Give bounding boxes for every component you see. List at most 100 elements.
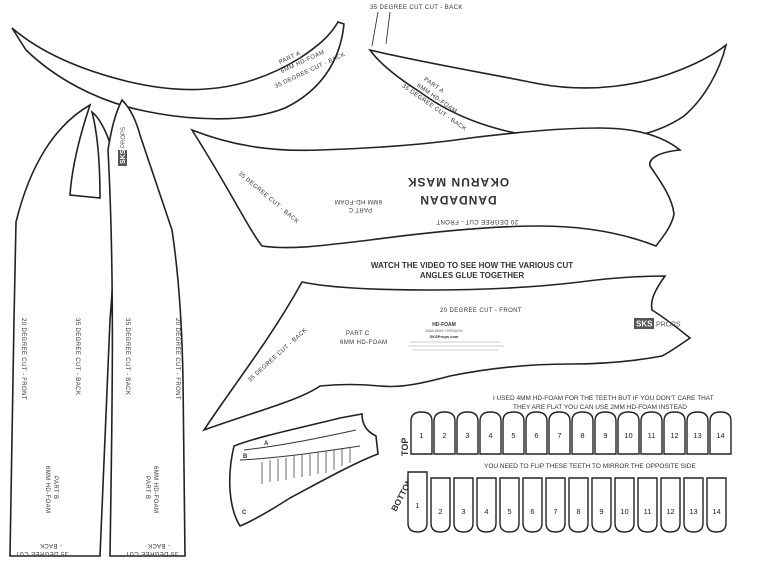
bottom-tooth-outline xyxy=(453,477,474,533)
part-b-left-back-cut: 35 DEGREE CUT - BACK xyxy=(74,318,80,395)
top-tooth: 6 xyxy=(525,411,548,455)
top-tooth-outline xyxy=(571,411,594,455)
part-b-left-bottom-cut: 35 DEGREE CUT xyxy=(15,550,68,556)
top-tooth: 2 xyxy=(433,411,456,455)
bottom-tooth: 12 xyxy=(660,477,681,533)
mask-title-line2: OKARUN MASK xyxy=(407,175,509,189)
bottom-tooth-outline xyxy=(637,477,658,533)
teeth-note-line2: THEY ARE FLAT YOU CAN USE 2MM HD-FOAM IN… xyxy=(513,404,687,411)
hd-foam-available: AVAILABLE THROUGH xyxy=(426,329,463,333)
teeth-assembly-diagram: A B C xyxy=(228,413,379,527)
top-tooth-number: 1 xyxy=(419,431,423,440)
leader-line xyxy=(371,11,379,47)
top-tooth-number: 13 xyxy=(693,431,701,440)
top-tooth: 1 xyxy=(410,411,433,455)
bottom-tooth: 14 xyxy=(706,477,727,533)
bottom-tooth-number: 10 xyxy=(620,507,628,516)
top-tooth: 13 xyxy=(686,411,709,455)
part-c-bottom-front-cut: 20 DEGREE CUT - FRONT xyxy=(440,308,522,314)
top-row-label: TOP xyxy=(400,438,410,456)
top-tooth-number: 11 xyxy=(648,431,656,440)
part-c-bottom-piece xyxy=(202,275,692,432)
bottom-tooth-number: 5 xyxy=(507,507,511,516)
bottom-tooth-outline xyxy=(683,477,704,533)
flip-note: YOU NEED TO FLIP THESE TEETH TO MIRROR T… xyxy=(484,463,696,470)
part-c-top-front-cut: 20 DEGREE CUT - FRONT xyxy=(436,218,518,224)
bottom-tooth-number: 12 xyxy=(666,507,674,516)
top-tooth: 3 xyxy=(456,411,479,455)
watch-note-line2: ANGLES GLUE TOGETHER xyxy=(420,271,525,280)
part-c-top-name: PART C xyxy=(348,206,372,212)
bottom-tooth: 10 xyxy=(614,477,635,533)
top-tooth-number: 12 xyxy=(670,431,678,440)
bottom-tooth-number: 1 xyxy=(415,501,419,510)
top-tooth-number: 8 xyxy=(580,431,584,440)
part-b-left-bottom-back: - BACK xyxy=(40,542,62,548)
bottom-tooth-number: 8 xyxy=(576,507,580,516)
bottom-tooth: 13 xyxy=(683,477,704,533)
part-a-left-piece xyxy=(11,21,345,120)
part-b-right-foam: 6MM HD-FOAM xyxy=(152,466,158,513)
bottom-tooth-number: 14 xyxy=(712,507,720,516)
bottom-tooth-outline xyxy=(545,477,566,533)
bottom-tooth: 1 xyxy=(407,471,428,533)
part-b-left-front-cut: 20 DEGREE CUT - FRONT xyxy=(20,318,26,400)
bottom-tooth-outline xyxy=(522,477,543,533)
part-b-right-name: PART B xyxy=(144,476,150,499)
top-cut-note: 35 DEGREE CUT CUT - BACK xyxy=(370,5,463,11)
top-tooth-number: 5 xyxy=(511,431,515,440)
top-tooth-outline xyxy=(479,411,502,455)
bottom-tooth-number: 3 xyxy=(461,507,465,516)
top-tooth: 5 xyxy=(502,411,525,455)
mask-title-line1: DANDADAN xyxy=(419,193,496,207)
leader-line xyxy=(385,11,391,45)
hd-foam-title: HD-FOAM xyxy=(432,322,456,328)
part-c-top-foam: 6MM HD-FOAM xyxy=(335,198,382,204)
bottom-tooth-outline xyxy=(430,477,451,533)
part-b-right-front-cut: 20 DEGREE CUT - FRONT xyxy=(174,318,180,400)
bottom-tooth-outline xyxy=(476,477,497,533)
bottom-tooth-number: 6 xyxy=(530,507,534,516)
top-tooth-outline xyxy=(594,411,617,455)
bottom-tooth-outline xyxy=(568,477,589,533)
bottom-tooth-outline xyxy=(499,477,520,533)
top-tooth-outline xyxy=(502,411,525,455)
part-b-right-piece xyxy=(107,98,186,557)
top-tooth: 4 xyxy=(479,411,502,455)
brand-rest-text-h: PROPS xyxy=(656,322,681,329)
top-tooth-outline xyxy=(548,411,571,455)
top-tooth-number: 7 xyxy=(557,431,561,440)
top-tooth: 14 xyxy=(709,411,732,455)
top-tooth-number: 2 xyxy=(442,431,446,440)
top-tooth-outline xyxy=(709,411,732,455)
top-tooth-number: 4 xyxy=(488,431,492,440)
top-tooth-number: 9 xyxy=(603,431,607,440)
hd-foam-site: SKSProps.com xyxy=(430,334,459,339)
diagram-label-c: C xyxy=(242,510,247,516)
brand-badge-horizontal: SKS PROPS xyxy=(634,318,681,329)
bottom-tooth-number: 11 xyxy=(644,507,652,516)
diagram-label-a: A xyxy=(264,441,269,447)
brand-box-text: SKS xyxy=(120,149,127,164)
bottom-tooth-outline xyxy=(706,477,727,533)
top-tooth: 8 xyxy=(571,411,594,455)
top-tooth-outline xyxy=(456,411,479,455)
bottom-tooth: 3 xyxy=(453,477,474,533)
diagram-label-b: B xyxy=(243,454,248,460)
bottom-tooth-number: 4 xyxy=(484,507,488,516)
bottom-tooth-outline xyxy=(591,477,612,533)
part-c-bottom-foam: 6MM HD-FOAM xyxy=(340,340,387,346)
bottom-tooth-outline xyxy=(407,471,428,533)
top-tooth-outline xyxy=(525,411,548,455)
bottom-tooth-number: 2 xyxy=(438,507,442,516)
top-tooth: 9 xyxy=(594,411,617,455)
top-tooth-number: 3 xyxy=(465,431,469,440)
brand-rest-text: PROPS xyxy=(121,127,127,148)
bottom-tooth: 8 xyxy=(568,477,589,533)
top-tooth: 11 xyxy=(640,411,663,455)
top-tooth-outline xyxy=(410,411,433,455)
top-tooth-number: 14 xyxy=(716,431,724,440)
